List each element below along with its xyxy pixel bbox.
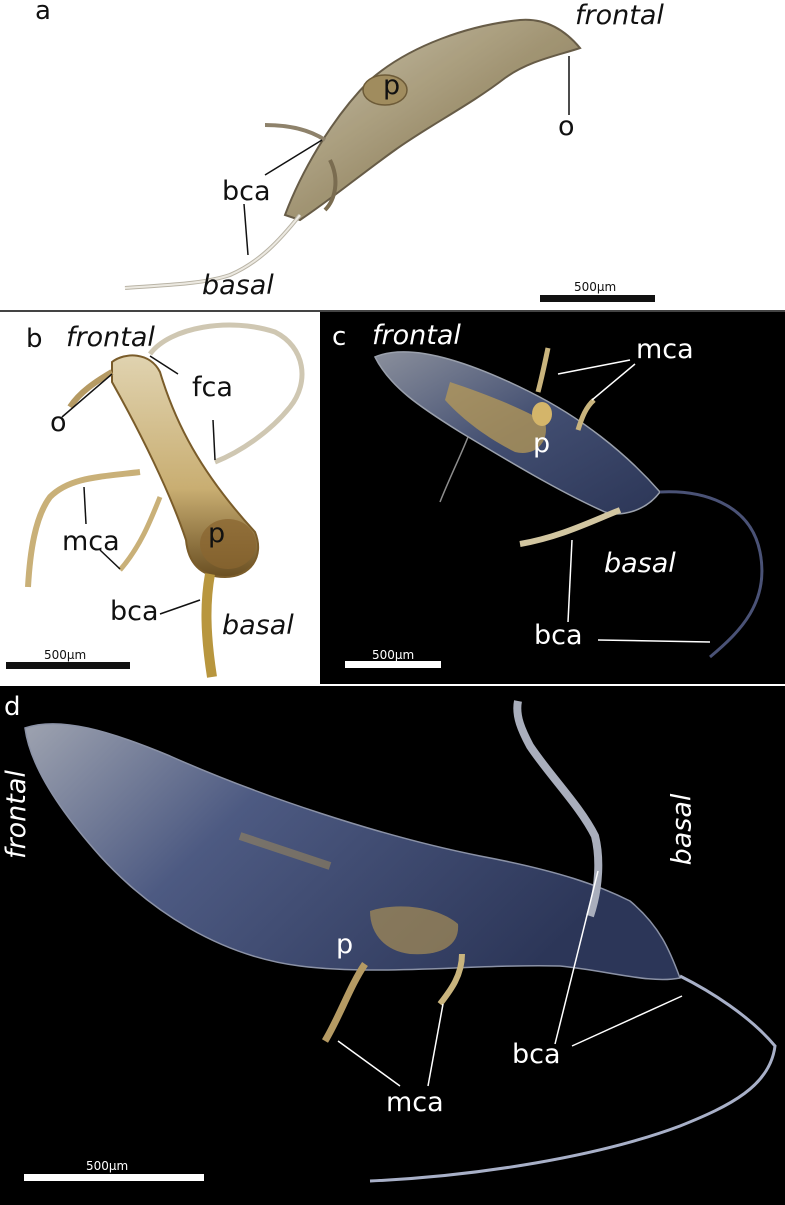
- label-fca-b: fca: [192, 372, 233, 403]
- specimen-mca-arm: [535, 347, 551, 393]
- specimen-fca-arm: [147, 322, 305, 465]
- label-basal-a: basal: [202, 270, 274, 301]
- label-basal-c: basal: [604, 548, 676, 579]
- specimen-bca-arm: [519, 507, 622, 547]
- specimen-body: [283, 18, 582, 222]
- label-bca-a: bca: [222, 176, 271, 207]
- label-bca-b: bca: [110, 596, 159, 627]
- panel-c-specimen: [373, 347, 764, 659]
- label-p-c: p: [533, 428, 551, 459]
- scale-bar-c: [345, 661, 441, 668]
- label-p-d: p: [336, 929, 354, 960]
- specimen-p-structure: [445, 382, 546, 453]
- label-frontal-c: frontal: [372, 320, 461, 351]
- scale-label-d: 500µm: [86, 1159, 129, 1173]
- panel-c: c frontal mca p basal bca 500µm: [320, 312, 785, 684]
- label-frontal-a: frontal: [575, 0, 664, 31]
- specimen-body: [24, 723, 682, 981]
- panel-a: a frontal p o bca basal 500µm: [0, 0, 785, 310]
- divider-bottom: [0, 684, 785, 686]
- panel-letter-c: c: [332, 322, 347, 352]
- scale-bar-d: [24, 1174, 204, 1181]
- label-frontal-b: frontal: [66, 322, 155, 353]
- panel-b: b frontal fca o mca p bca basal 500µm: [0, 312, 318, 684]
- panel-d: d frontal p basal bca mca 500µm: [0, 686, 785, 1205]
- label-basal-b: basal: [222, 610, 294, 641]
- label-bca-c: bca: [534, 620, 583, 651]
- label-p-a: p: [383, 70, 401, 101]
- specimen-p-structure: [362, 74, 408, 106]
- label-mca-b: mca: [62, 526, 120, 557]
- scale-label-a: 500µm: [574, 280, 617, 294]
- specimen-side-arm: [264, 123, 327, 142]
- specimen-mca-arm: [321, 962, 368, 1043]
- label-bca-d: bca: [512, 1039, 561, 1070]
- scale-label-b: 500µm: [44, 648, 87, 662]
- label-o-a: o: [558, 111, 575, 142]
- panel-b-specimen: [25, 322, 305, 678]
- scale-label-c: 500µm: [372, 648, 415, 662]
- specimen-p-structure: [370, 906, 459, 955]
- label-p-b: p: [208, 518, 226, 549]
- panel-letter-b: b: [26, 324, 43, 354]
- label-basal-d: basal: [666, 793, 698, 866]
- divider-top: [0, 310, 785, 312]
- scale-bar-a: [540, 295, 655, 302]
- specimen-bca-arm: [369, 974, 777, 1183]
- label-frontal-d: frontal: [0, 770, 32, 859]
- panel-d-specimen: [24, 700, 777, 1183]
- specimen-mca-arm: [25, 469, 141, 588]
- panel-a-specimen: [124, 18, 582, 290]
- label-mca-d: mca: [386, 1087, 444, 1118]
- label-o-b: o: [50, 407, 67, 438]
- leader-bca-a: [264, 139, 323, 176]
- specimen-p-structure: [200, 519, 256, 569]
- panel-letter-a: a: [35, 0, 51, 26]
- scale-bar-b: [6, 662, 130, 669]
- specimen-bca-arm: [201, 573, 217, 678]
- panel-letter-d: d: [4, 692, 21, 722]
- label-mca-c: mca: [636, 334, 694, 365]
